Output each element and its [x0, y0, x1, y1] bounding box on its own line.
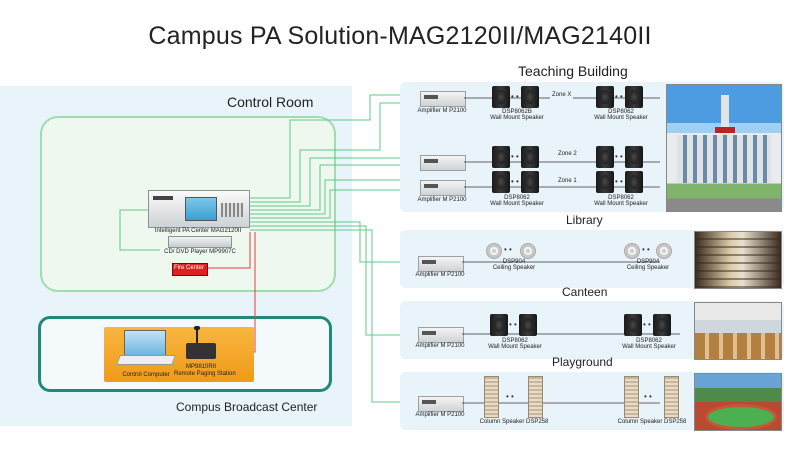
speaker-canteen-2 [519, 314, 537, 336]
canteen-type-1: Wall Mount Speaker [488, 344, 542, 350]
amplifier-teaching-x-label: Amplifier M P2100 [417, 108, 467, 114]
link-playground [250, 229, 402, 403]
link-canteen [250, 225, 402, 336]
playground-title: Playground [552, 355, 613, 369]
speaker-zone-2-1 [492, 146, 510, 168]
speaker-zone-2-4 [625, 146, 643, 168]
zone-1-type-2: Wall Mount Speaker [594, 201, 648, 207]
column-speaker-1 [484, 376, 499, 418]
pa-center-device [148, 190, 250, 228]
dots-playground-2: • • [644, 392, 652, 401]
fire-center-box [172, 263, 208, 276]
paging-station-icon [186, 326, 216, 359]
ceiling-speaker-2 [520, 243, 536, 259]
dots-playground-1: • • [506, 392, 514, 401]
speaker-zone-x-2 [521, 86, 539, 108]
teaching-building-photo [666, 84, 782, 212]
speaker-zone-1-1 [492, 171, 510, 193]
dots-zone-2-1: • • [511, 152, 519, 161]
control-room-title: Control Room [227, 94, 314, 110]
link-fire [205, 232, 251, 269]
pa-center-label: Intelligent PA Center MAG2120II [154, 228, 242, 234]
amplifier-teaching-1-label: Amplifier M P2100 [417, 197, 467, 203]
speaker-zone-1-2 [521, 171, 539, 193]
dots-library-1: • • [504, 245, 512, 254]
amplifier-library-label: Amplifier M P2100 [415, 272, 465, 278]
dots-library-2: • • [642, 245, 650, 254]
dots-zone-x-2: • • [615, 92, 623, 101]
amplifier-library [418, 256, 464, 272]
playground-spk-label-2: Column Speaker DSP258 [617, 419, 687, 425]
zone-x-model-1: DSP8062B [502, 109, 532, 115]
amplifier-playground [418, 396, 464, 412]
column-speaker-3 [624, 376, 639, 418]
zone-1-model-2: DSP8062 [608, 195, 634, 201]
amplifier-teaching-1 [420, 180, 466, 196]
library-type-2: Ceiling Speaker [626, 265, 670, 271]
canteen-type-2: Wall Mount Speaker [622, 344, 676, 350]
speaker-zone-x-4 [625, 86, 643, 108]
playground-spk-label-1: Column Speaker DSP258 [479, 419, 549, 425]
dots-zone-1-2: • • [615, 177, 623, 186]
zone-x-type-2: Wall Mount Speaker [594, 115, 648, 121]
dots-canteen-1: • • [509, 320, 517, 329]
canteen-model-1: DSP8062 [502, 338, 528, 344]
control-computer-label: Control Computer [122, 372, 170, 378]
amplifier-canteen [418, 327, 464, 343]
amplifier-canteen-label: Amplifier M P2100 [415, 343, 465, 349]
zone-1-type-1: Wall Mount Speaker [490, 201, 544, 207]
speaker-zone-1-4 [625, 171, 643, 193]
dots-zone-x-1: • • [511, 92, 519, 101]
cd-player-label: CD/ DVD Player MP9907C [164, 249, 236, 255]
paging-station-label: Remote Paging Station [174, 371, 236, 377]
link-teaching-x [250, 94, 402, 199]
zone-x-type-1: Wall Mount Speaker [490, 115, 544, 121]
speaker-canteen-3 [624, 314, 642, 336]
dots-zone-2-2: • • [615, 152, 623, 161]
dots-zone-1-1: • • [511, 177, 519, 186]
library-model-2: DSP904 [636, 259, 660, 265]
zone-x-label: Zone X [550, 92, 574, 99]
canteen-title: Canteen [562, 285, 608, 299]
canteen-photo [694, 302, 782, 360]
library-title: Library [566, 213, 603, 227]
link-library [250, 221, 402, 263]
zone-2-label: Zone 2 [556, 151, 579, 158]
page-title: Campus PA Solution-MAG2120II/MAG2140II [148, 22, 652, 50]
ceiling-speaker-3 [624, 243, 640, 259]
link-teaching-1 [250, 179, 402, 215]
cd-player-device [168, 236, 232, 248]
speaker-canteen-1 [490, 314, 508, 336]
speaker-zone-2-3 [596, 146, 614, 168]
amplifier-teaching-2 [420, 155, 466, 171]
zone-1-model-1: DSP8062 [504, 195, 530, 201]
library-photo [694, 231, 782, 289]
speaker-canteen-4 [653, 314, 671, 336]
laptop-icon [116, 330, 176, 366]
fire-center-label: Fire Center [173, 265, 204, 271]
speaker-zone-x-3 [596, 86, 614, 108]
speaker-zone-2-2 [521, 146, 539, 168]
library-model-1: DSP904 [502, 259, 526, 265]
link-teaching-2 [250, 157, 402, 207]
dots-canteen-2: • • [643, 320, 651, 329]
zone-1-label: Zone 1 [556, 178, 579, 185]
speaker-zone-1-3 [596, 171, 614, 193]
playground-photo [694, 373, 782, 431]
ceiling-speaker-1 [486, 243, 502, 259]
zone-x-model-2: DSP8062 [608, 109, 634, 115]
column-speaker-2 [528, 376, 543, 418]
pa-center-screen [185, 197, 217, 221]
amplifier-teaching-x [420, 91, 466, 107]
column-speaker-4 [664, 376, 679, 418]
speaker-zone-x-1 [492, 86, 510, 108]
broadcast-center-title: Compus Broadcast Center [176, 400, 318, 414]
amplifier-playground-label: Amplifier M P2100 [415, 412, 465, 418]
canteen-model-2: DSP8062 [636, 338, 662, 344]
library-type-1: Ceiling Speaker [492, 265, 536, 271]
teaching-building-title: Teaching Building [518, 63, 628, 79]
ceiling-speaker-4 [656, 243, 672, 259]
paging-model-label: MP9810RII [185, 364, 216, 370]
